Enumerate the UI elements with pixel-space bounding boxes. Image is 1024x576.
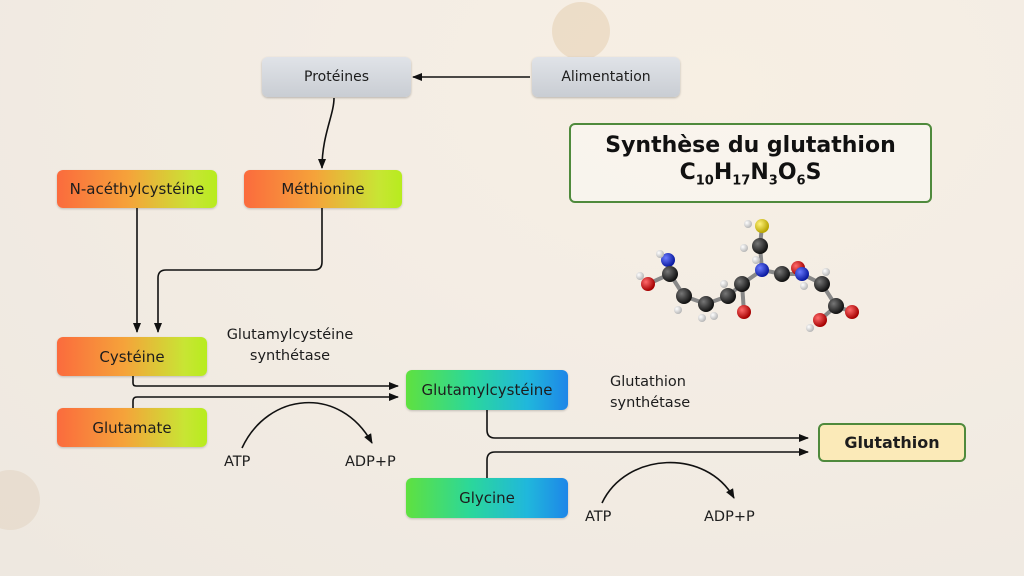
node-glutamate: Glutamate	[57, 408, 207, 447]
formula-count: 6	[796, 173, 806, 189]
enzyme-label-line: synthétase	[249, 348, 331, 365]
glutathion-molecule-model	[636, 219, 859, 332]
chemical-formula: C10H17N3O6S	[571, 160, 930, 188]
enzyme-label-glutamylcysteine-synthetase: Glutamylcystéine synthétase	[210, 325, 370, 367]
arrow-methionine-cysteine	[154, 208, 323, 333]
title-box: Synthèse du glutathion C10H17N3O6S	[569, 123, 932, 203]
cofactor-adp-1: ADP+P	[345, 454, 396, 470]
formula-count: 17	[732, 173, 751, 189]
arrow-cysteine-glutamylcysteine	[132, 376, 399, 390]
node-nacetylcysteine: N-acéthylcystéine	[57, 170, 217, 208]
node-methionine: Méthionine	[244, 170, 402, 208]
formula-count: 10	[695, 173, 714, 189]
cofactor-adp-2: ADP+P	[704, 509, 755, 525]
enzyme-label-glutathion-synthetase: Glutathion synthétase	[610, 372, 740, 414]
node-glycine: Glycine	[406, 478, 568, 518]
formula-element: O	[777, 160, 797, 185]
page-title: Synthèse du glutathion	[605, 133, 896, 158]
arrow-glutamate-glutamylcysteine	[132, 393, 399, 408]
formula-element: S	[805, 160, 822, 185]
arrow-proteines-methionine	[318, 97, 335, 169]
cofactor-atp-2: ATP	[585, 509, 612, 525]
cofactor-atp-1: ATP	[224, 454, 251, 470]
background-blob	[552, 2, 610, 60]
formula-element: C	[679, 160, 696, 185]
formula-element: N	[750, 160, 769, 185]
formula-element: H	[713, 160, 733, 185]
node-proteines: Protéines	[262, 57, 411, 97]
arrow-atp-adp-2	[601, 461, 735, 504]
enzyme-label-line: Glutathion	[610, 374, 686, 390]
node-glutamylcysteine: Glutamylcystéine	[406, 370, 568, 410]
node-glutathion: Glutathion	[818, 423, 966, 462]
formula-count: 3	[768, 173, 778, 189]
node-alimentation: Alimentation	[532, 57, 680, 97]
arrow-glutamylcysteine-glutathion	[486, 410, 809, 442]
node-cysteine: Cystéine	[57, 337, 207, 376]
arrow-glycine-glutathion	[486, 448, 809, 478]
arrow-atp-adp-1	[241, 401, 373, 449]
enzyme-label-line: synthétase	[610, 395, 691, 412]
enzyme-label-line: Glutamylcystéine	[226, 327, 354, 343]
